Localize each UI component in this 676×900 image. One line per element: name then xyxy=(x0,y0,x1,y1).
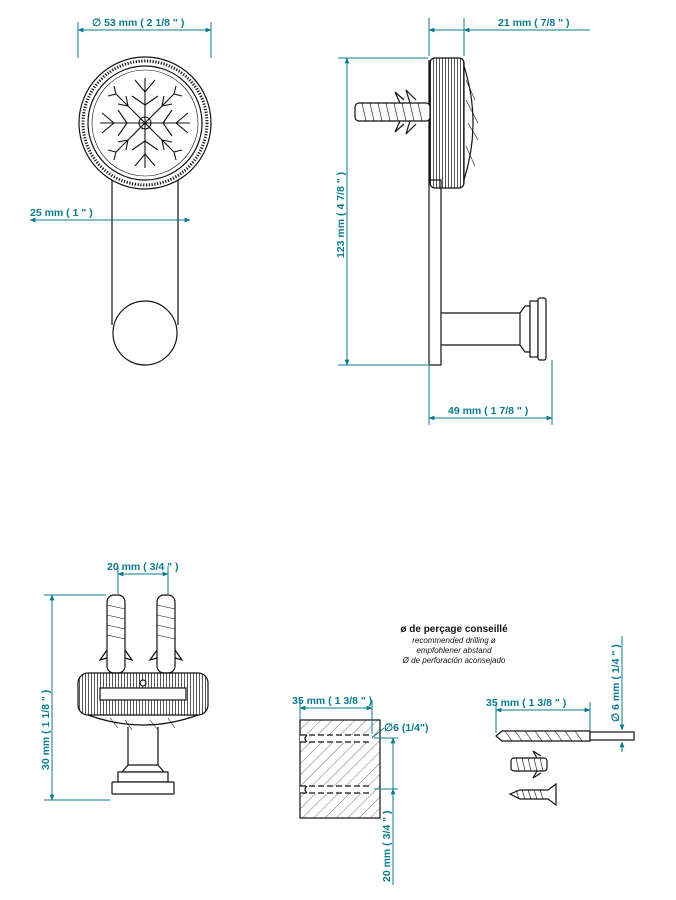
side-wall-plug xyxy=(354,89,431,135)
side-projection-label: 49 mm ( 1 7/8 " ) xyxy=(448,405,528,417)
drilling-note-title: ø de perçage conseillé xyxy=(400,624,508,635)
bottom-wall-plugs xyxy=(98,594,184,674)
wall-section: 35 mm ( 1 3/8 " ) ∅6 (1/4") 20 mm ( 3/4 … xyxy=(292,695,428,885)
drilling-note-english: recommended drilling ø xyxy=(412,636,496,645)
drill-depth-right-label: 35 mm ( 1 3/8 " ) xyxy=(486,697,566,709)
hook-end-circle xyxy=(112,300,178,366)
hole-spacing-label: 20 mm ( 3/4 " ) xyxy=(381,810,393,882)
side-depth-label: 21 mm ( 7/8 " ) xyxy=(498,17,570,29)
snowflake-motif xyxy=(100,78,190,168)
stem-width-label: 25 mm ( 1 " ) xyxy=(30,207,93,219)
wall-plug-part xyxy=(510,750,548,779)
hole-diameter-label: ∅6 (1/4") xyxy=(384,722,428,734)
drill-bit xyxy=(495,730,635,742)
drilling-note-spanish: Ø de perforación aconsejado xyxy=(402,656,506,665)
screw-part xyxy=(508,782,557,807)
drilling-note: ø de perçage conseillé recommended drill… xyxy=(400,624,508,665)
side-view: 21 mm ( 7/8 " ) 123 mm ( 4 7/8 " ) 49 mm… xyxy=(335,17,590,425)
front-diameter-label: ∅ 53 mm ( 2 1/8 " ) xyxy=(92,17,184,29)
install-parts: 35 mm ( 1 3/8 " ) ∅ 6 mm ( 1/4 " ) xyxy=(486,636,635,807)
drilling-note-german: empfohlener abstand xyxy=(416,646,492,655)
bottom-height-label: 30 mm ( 1 1/8 " ) xyxy=(40,690,52,770)
bottom-view: 20 mm ( 3/4 " ) 30 mm ( 1 1/8 " ) xyxy=(40,561,209,801)
front-view: ∅ 53 mm ( 2 1/8 " ) 25 mm ( 1 " ) xyxy=(29,17,212,366)
drill-depth-left-label: 35 mm ( 1 3/8 " ) xyxy=(292,695,372,707)
side-height-label: 123 mm ( 4 7/8 " ) xyxy=(335,172,347,258)
knob-side xyxy=(429,57,465,189)
plug-spacing-label: 20 mm ( 3/4 " ) xyxy=(107,561,179,573)
wall-plate xyxy=(428,179,442,366)
drill-bit-diameter-label: ∅ 6 mm ( 1/4 " ) xyxy=(610,644,622,722)
